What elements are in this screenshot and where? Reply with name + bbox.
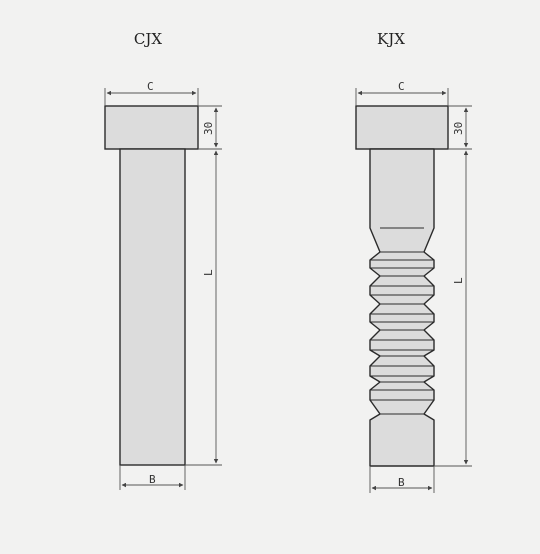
cjx-dimensions xyxy=(104,88,222,490)
cjx-part xyxy=(104,105,199,466)
cjx-head xyxy=(104,105,199,150)
cjx-shank xyxy=(119,148,186,466)
cjx-dim-c-label: C xyxy=(147,80,154,93)
kjx-dim-30-label: 30 xyxy=(452,122,465,135)
kjx-head xyxy=(355,105,449,150)
cjx-title: CJX xyxy=(133,30,163,48)
kjx-dim-b-label: B xyxy=(398,476,405,489)
kjx-dim-c-label: C xyxy=(398,80,405,93)
kjx-dim-l-label: L xyxy=(452,277,465,284)
cjx-dim-30-label: 30 xyxy=(202,122,215,135)
kjx-part xyxy=(355,105,449,467)
kjx-title: KJX xyxy=(377,30,405,48)
cjx-dim-b-label: B xyxy=(149,473,156,486)
cjx-dim-l-label: L xyxy=(202,269,215,276)
kjx-ring-lines xyxy=(370,227,434,415)
kjx-corrugated-shank xyxy=(369,148,435,467)
kjx-dimensions xyxy=(355,88,472,493)
